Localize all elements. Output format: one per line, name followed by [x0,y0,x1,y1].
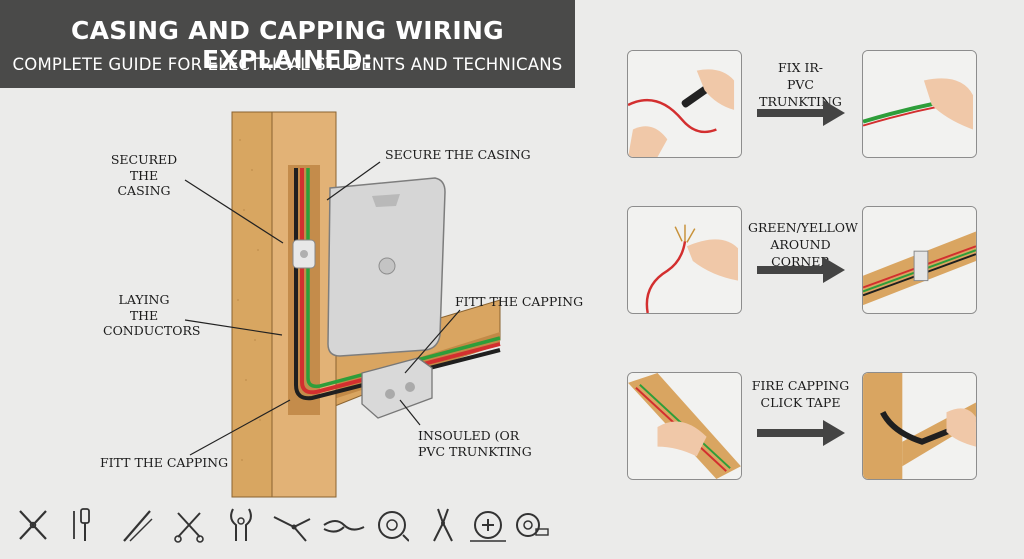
long-nose-pliers-icon [433,508,453,542]
title-banner: Casing and Capping Wiring Explained: Com… [0,0,575,88]
screwdriver-icon [73,508,90,541]
step-1-after-image [862,50,977,158]
measuring-tape-icon [516,513,549,537]
step-3-arrow-icon [757,420,845,446]
step-3-before-image [627,372,742,480]
clamp-icon [230,508,252,541]
step-1-before-image [627,50,742,158]
page-title: Casing and Capping Wiring Explained: [70,16,505,74]
tester-icon [123,510,153,542]
wire-stripper-icon [19,510,47,540]
callout-secured-casing: Secured the Casing [110,152,178,199]
step-1-label: Fix IR- PVC Trunkting [759,60,842,109]
step-2-before-image [627,206,742,314]
callout-laying-conductors: Laying the Conductors [103,292,201,339]
step-1-arrow-icon [757,100,845,126]
tape-measure-icon [378,511,409,542]
pliers-icon [323,520,365,533]
callout-insouled: Insouled (or PVC Trunkting [418,428,532,459]
callout-fitt-capping-right: Fitt the Capping [455,294,584,309]
multimeter-icon [470,511,506,542]
callout-secure-the-casing: Secure the Casing [385,147,531,162]
page-subtitle: Complete Guide for Electrical Students a… [12,55,563,74]
step-2-label: Green/Yellow around corner [748,220,858,269]
step-3-label: Fire Capping Click tape [751,378,850,410]
main-wiring-illustration [0,88,600,508]
step-2-after-image [862,206,977,314]
scissors-icon [174,512,204,543]
callout-fitt-capping-left: Fitt the Capping [100,455,229,470]
step-2-arrow-icon [757,257,845,283]
cutter-icon [273,516,311,542]
tools-row [10,505,550,550]
step-3-after-image [862,372,977,480]
